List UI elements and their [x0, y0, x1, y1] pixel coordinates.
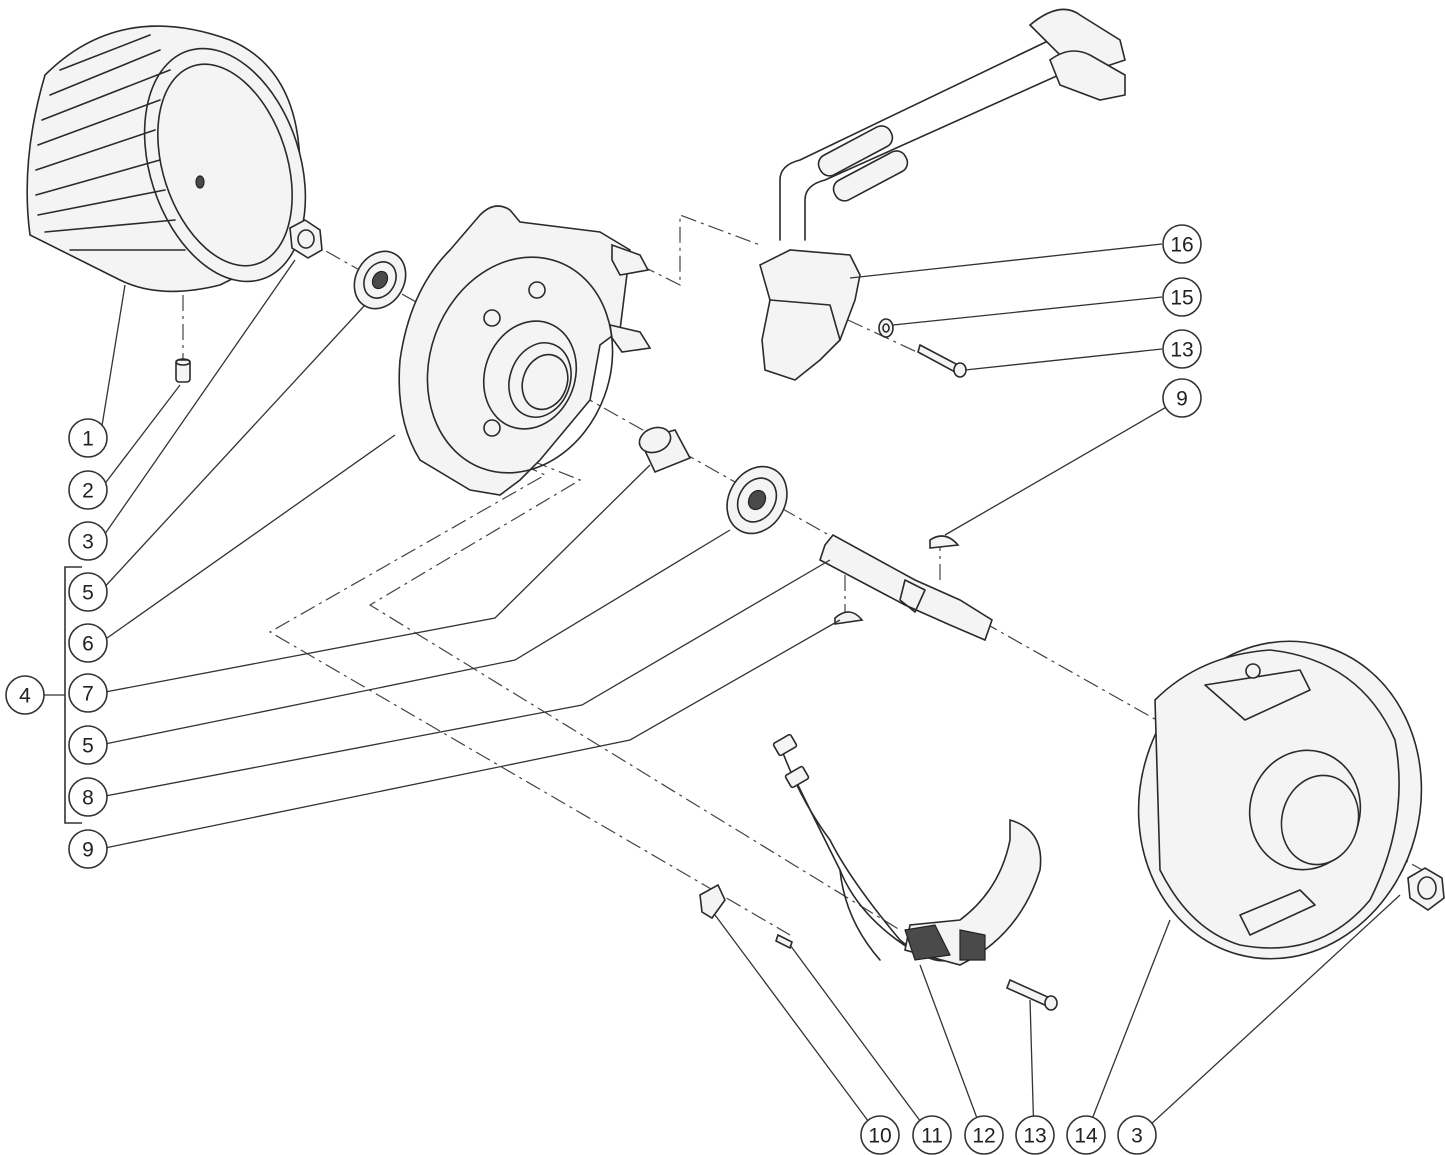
- callout-1: 1: [68, 418, 108, 458]
- callout-8: 8: [68, 777, 108, 817]
- callout-9-right: 9: [1162, 378, 1202, 418]
- rotor-cover: [1137, 640, 1423, 960]
- callout-4: 4: [5, 675, 45, 715]
- washer: [878, 318, 894, 338]
- end-plate-housing: [398, 205, 652, 496]
- svg-text:13: 13: [1023, 1125, 1046, 1148]
- callout-3: 3: [68, 521, 108, 561]
- svg-text:7: 7: [82, 683, 94, 706]
- svg-text:3: 3: [82, 531, 94, 554]
- callout-13-lower: 13: [1015, 1115, 1055, 1155]
- callout-5-lower: 5: [68, 725, 108, 765]
- ball-bearing-upper: [353, 250, 407, 310]
- callout-2: 2: [68, 470, 108, 510]
- svg-text:13: 13: [1170, 339, 1193, 362]
- svg-text:11: 11: [921, 1125, 943, 1148]
- callout-7: 7: [68, 673, 108, 713]
- bolt-lower: [1005, 978, 1058, 1011]
- svg-text:4: 4: [19, 685, 31, 708]
- callout-3-right: 3: [1117, 1115, 1157, 1155]
- svg-text:1: 1: [82, 428, 94, 451]
- set-screw: [175, 358, 191, 383]
- svg-text:6: 6: [82, 633, 94, 656]
- svg-text:5: 5: [82, 735, 94, 758]
- blower-wheel: [26, 25, 307, 293]
- woodruff-key-upper: [929, 535, 960, 549]
- callout-9-left: 9: [68, 829, 108, 869]
- woodruff-key-lower: [834, 611, 864, 625]
- callout-6: 6: [68, 623, 108, 663]
- hex-nut-left: [289, 219, 323, 259]
- ball-bearing-lower: [726, 465, 788, 535]
- callout-12: 12: [964, 1115, 1004, 1155]
- stator-wiring-harness: [772, 733, 1042, 966]
- svg-text:2: 2: [82, 480, 94, 503]
- svg-text:9: 9: [1176, 388, 1188, 411]
- svg-text:9: 9: [82, 839, 94, 862]
- callout-15: 15: [1162, 277, 1202, 317]
- callout-13-upper: 13: [1162, 329, 1202, 369]
- callout-16: 16: [1162, 224, 1202, 264]
- leader-lines: [44, 243, 1401, 1138]
- svg-text:14: 14: [1074, 1125, 1098, 1148]
- callout-10: 10: [860, 1115, 900, 1155]
- svg-text:8: 8: [82, 787, 94, 810]
- svg-text:16: 16: [1170, 234, 1193, 257]
- drive-shaft: [819, 533, 993, 642]
- svg-text:5: 5: [82, 582, 94, 605]
- callout-5-upper: 5: [68, 572, 108, 612]
- callout-14: 14: [1066, 1115, 1106, 1155]
- callout-11: 11: [912, 1115, 952, 1155]
- bolt-upper: [917, 343, 967, 378]
- cable-clamp: [699, 883, 726, 920]
- hex-nut-right: [1407, 867, 1445, 911]
- svg-text:3: 3: [1131, 1125, 1143, 1148]
- clamp-screw: [775, 933, 793, 950]
- svg-text:12: 12: [972, 1125, 995, 1148]
- coil-assembly: [759, 8, 1126, 381]
- spacer-sleeve: [638, 426, 692, 474]
- svg-text:10: 10: [868, 1125, 891, 1148]
- svg-text:15: 15: [1170, 287, 1193, 310]
